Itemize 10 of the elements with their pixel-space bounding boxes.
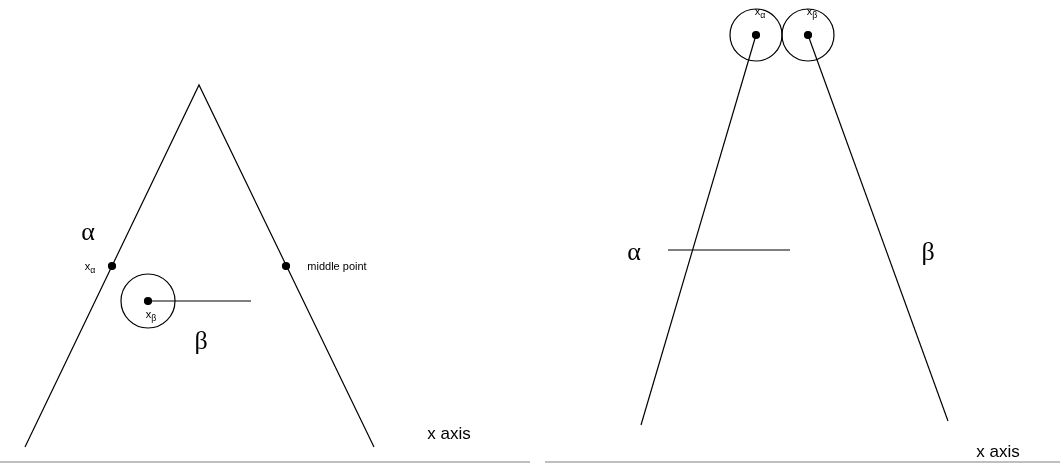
axis-label: x axis	[427, 424, 471, 442]
point-label: x$_{β}$	[145, 309, 157, 323]
point-label: x$_{β}$	[806, 6, 818, 20]
axis-label: x axis	[976, 442, 1020, 460]
point-label: middle point	[307, 260, 367, 272]
angle-symbol: α	[627, 239, 641, 265]
angle-symbol: β	[921, 239, 935, 265]
angle-symbol: β	[194, 328, 208, 354]
point-label: x$_{α}$	[84, 261, 96, 275]
angle-symbol: α	[81, 219, 95, 245]
